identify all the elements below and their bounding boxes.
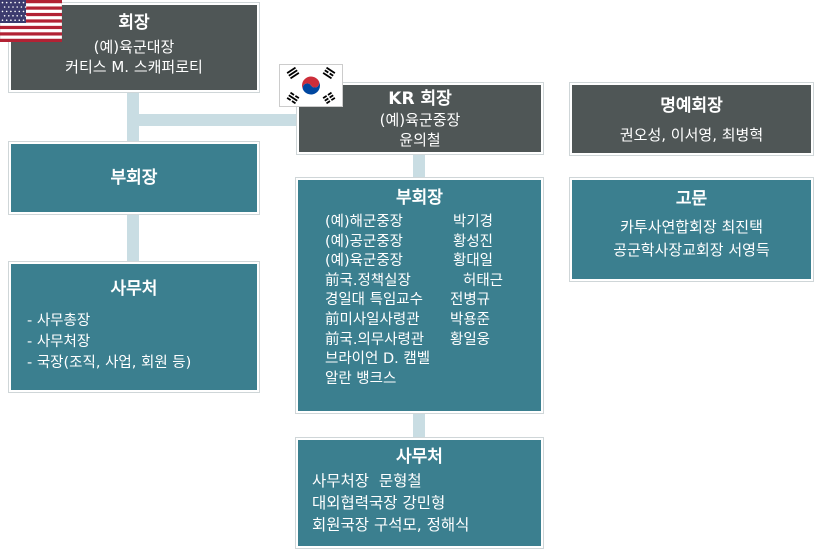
kr-vice-chairman-list: (예)해군중장 박기경 (예)공군중장 황성진 (예)육군중장 황대일 前국.정책실장… [325, 213, 541, 389]
member-name: 황성진 [453, 233, 494, 250]
list-item: 회원국장 구석모, 정해식 [312, 516, 470, 534]
kr-vice-chairman-box: 부회장 (예)해군중장 박기경 (예)공군중장 황성진 (예)육군중장 황대일 前국.… [296, 178, 543, 413]
connector-kr-vertical-top [413, 154, 425, 178]
us-vice-chairman-box: 부회장 [9, 142, 259, 214]
list-item: (예)공군중장 황성진 [325, 233, 541, 253]
list-item: 경일대 특임교수 전병규 [325, 291, 541, 311]
us-chairman-name: 커티스 M. 스캐퍼로티 [65, 58, 203, 76]
list-item: 前국.의무사령관 황일웅 [325, 331, 541, 351]
list-item: 前국.정책실장 허태근 [325, 272, 541, 292]
us-chairman-rank: (예)육군대장 [93, 38, 175, 56]
member-name: 황대일 [453, 253, 494, 270]
list-item: (예)육군중장 황대일 [325, 252, 541, 272]
list-item: 前미사일사령관 박용준 [325, 311, 541, 331]
kr-secretariat-box: 사무처 사무처장 문형철 대외협력국장 강민형 회원국장 구석모, 정해식 [296, 438, 543, 548]
connector-us-kr-horizontal [127, 114, 298, 126]
connector-us-vertical-mid [127, 214, 139, 262]
us-chairman-box: 회장 (예)육군대장 커티스 M. 스캐퍼로티 [9, 3, 259, 92]
list-item: 대외협력국장 강민형 [312, 494, 446, 512]
list-item: - 사무처장 [27, 334, 91, 350]
advisor-box: 고문 카투사연합회장 최진택 공군학사장교회장 서영득 [570, 178, 813, 281]
honorary-chairman-title: 명예회장 [660, 96, 723, 116]
connector-kr-vertical-bottom [413, 413, 425, 438]
kr-secretariat-title: 사무처 [396, 447, 443, 467]
list-item: 브라이언 D. 캠벨 [325, 350, 541, 370]
kr-flag-icon [279, 64, 343, 107]
member-name: 브라이언 D. 캠벨 [325, 351, 431, 368]
advisor-line-1: 카투사연합회장 최진택 [620, 218, 763, 236]
kr-chairman-title: KR 회장 [388, 89, 452, 109]
kr-secretariat-list: 사무처장 문형철 대외협력국장 강민형 회원국장 구석모, 정해식 [312, 470, 541, 536]
member-role: 경일대 특임교수 [325, 292, 423, 309]
us-vice-chairman-title: 부회장 [110, 168, 158, 188]
us-flag-icon [0, 0, 62, 42]
list-item: - 국장(조직, 사업, 회원 등) [27, 355, 192, 371]
list-item: 알란 뱅크스 [325, 370, 541, 390]
us-secretariat-list: - 사무총장 - 사무처장 - 국장(조직, 사업, 회원 등) [27, 311, 257, 374]
kr-chairman-rank: (예)육군중장 [379, 111, 461, 129]
member-role: (예)공군중장 [325, 233, 404, 250]
list-item: (예)해군중장 박기경 [325, 213, 541, 233]
member-name: 황일웅 [450, 331, 491, 348]
member-role: (예)해군중장 [325, 214, 404, 230]
member-name: 허태근 [463, 272, 504, 289]
us-chairman-title: 회장 [118, 13, 150, 33]
member-role: 前국.정책실장 [325, 272, 411, 289]
honorary-chairman-names: 권오성, 이서영, 최병혁 [619, 126, 764, 144]
list-item: - 사무총장 [27, 313, 91, 329]
member-name: 박용준 [450, 311, 491, 328]
us-secretariat-box: 사무처 - 사무총장 - 사무처장 - 국장(조직, 사업, 회원 등) [9, 262, 259, 392]
member-name: 박기경 [453, 214, 494, 230]
member-name: 알란 뱅크스 [325, 370, 397, 387]
member-role: 前미사일사령관 [325, 311, 420, 328]
us-secretariat-title: 사무처 [110, 279, 158, 299]
member-role: (예)육군중장 [325, 253, 404, 270]
member-name: 전병규 [450, 292, 491, 309]
member-role: 前국.의무사령관 [325, 331, 425, 348]
advisor-title: 고문 [675, 189, 708, 209]
kr-vice-chairman-title: 부회장 [396, 188, 443, 208]
honorary-chairman-box: 명예회장 권오성, 이서영, 최병혁 [570, 83, 813, 155]
kr-chairman-name: 윤의철 [399, 131, 441, 149]
advisor-line-2: 공군학사장교회장 서영득 [613, 241, 770, 259]
list-item: 사무처장 문형철 [312, 472, 422, 490]
